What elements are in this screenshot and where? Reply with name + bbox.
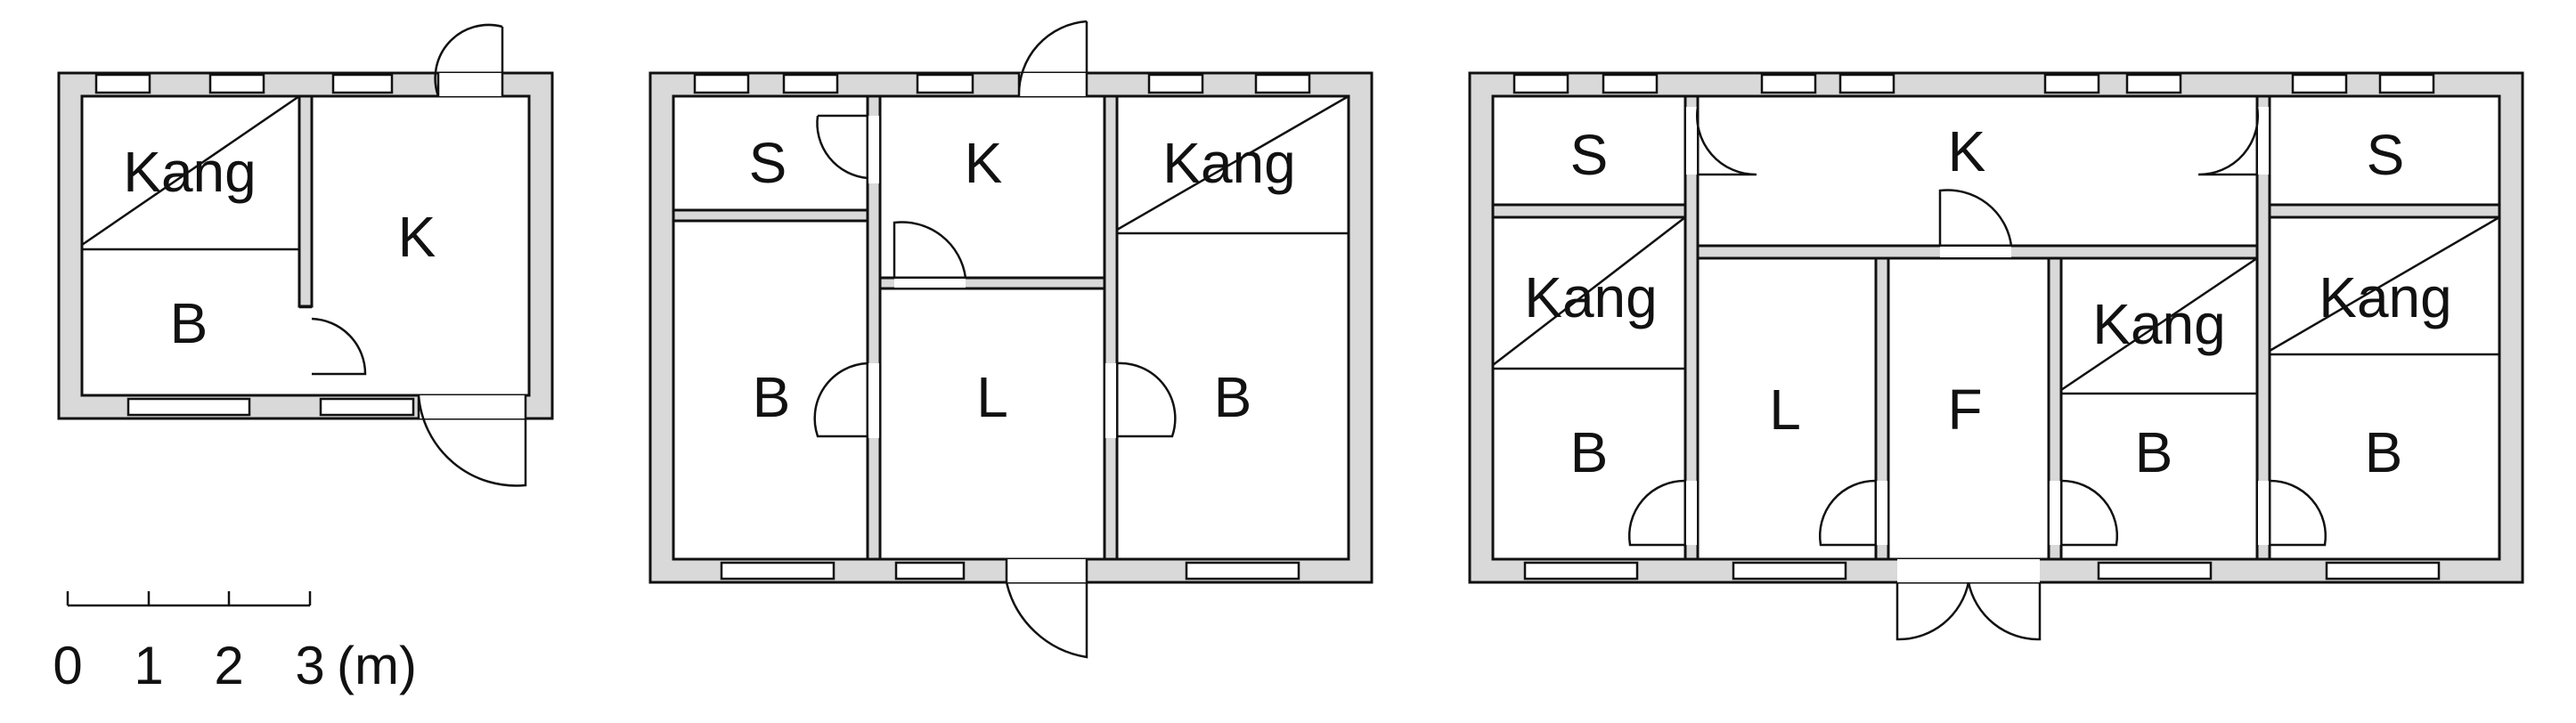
plan-2-partition bbox=[1103, 94, 1119, 561]
room-label: Kang bbox=[2092, 292, 2225, 356]
plan-1-kang-diagonal bbox=[81, 94, 300, 247]
scale-bar: 0 1 2 3 (m) bbox=[53, 591, 417, 695]
room-label: B bbox=[1214, 365, 1252, 429]
room-label: L bbox=[1769, 378, 1801, 442]
window bbox=[1523, 561, 1639, 581]
window bbox=[94, 73, 151, 94]
window bbox=[2378, 73, 2435, 94]
plan-3-kang-diagonal bbox=[1492, 216, 1686, 366]
room-label: B bbox=[753, 365, 791, 429]
window bbox=[1838, 73, 1895, 94]
window bbox=[2125, 73, 2182, 94]
window bbox=[720, 561, 836, 581]
window bbox=[2325, 561, 2441, 581]
door-swing bbox=[1818, 479, 1877, 547]
room-label: B bbox=[2365, 420, 2403, 484]
room-label: S bbox=[1570, 123, 1609, 187]
window bbox=[1185, 561, 1300, 581]
plan-2-partition bbox=[866, 94, 882, 561]
window bbox=[1512, 73, 1569, 94]
door-swing bbox=[1017, 20, 1088, 97]
plan-2: S K Kang B L B bbox=[648, 20, 1374, 659]
room-label: Kang bbox=[123, 140, 256, 204]
plan-3-walls bbox=[1468, 71, 2524, 584]
door-swing bbox=[434, 23, 504, 97]
window bbox=[126, 397, 251, 417]
room-label: S bbox=[749, 131, 787, 195]
window bbox=[1147, 73, 1204, 94]
plan-3: S K S Kang Kang Kang L F B B B bbox=[1468, 71, 2524, 641]
window bbox=[331, 73, 394, 94]
door-swing bbox=[1895, 581, 2042, 641]
room-label: L bbox=[976, 365, 1008, 429]
plan-3-kang-diagonal bbox=[2269, 215, 2500, 353]
door-swing bbox=[1116, 362, 1177, 438]
window bbox=[916, 73, 974, 94]
room-label: B bbox=[2135, 420, 2173, 484]
door-swing bbox=[813, 362, 868, 438]
window bbox=[1254, 73, 1311, 94]
door-swing bbox=[311, 317, 367, 376]
room-label: K bbox=[965, 131, 1003, 195]
window bbox=[319, 397, 415, 417]
door-swing bbox=[2060, 479, 2119, 547]
plan-3-partition bbox=[1683, 94, 1700, 561]
plan-1: Kang K B bbox=[57, 23, 554, 487]
room-label: Kang bbox=[1524, 265, 1657, 329]
window bbox=[1602, 73, 1659, 94]
plan-2-partition bbox=[672, 208, 869, 223]
door-swing bbox=[2269, 479, 2327, 547]
window bbox=[1732, 561, 1847, 581]
plan-3-partition bbox=[1491, 203, 1687, 219]
room-label: K bbox=[398, 205, 436, 269]
door-swing bbox=[1005, 559, 1088, 659]
window bbox=[2291, 73, 2348, 94]
plan-2-walls bbox=[648, 71, 1374, 584]
door-swing bbox=[1627, 479, 1686, 547]
room-label: B bbox=[170, 291, 208, 355]
plan-2-kang-diagonal bbox=[1116, 94, 1349, 232]
room-label: B bbox=[1570, 420, 1609, 484]
door-swing bbox=[1696, 106, 1757, 176]
plan-3-partition bbox=[2268, 203, 2501, 219]
scale-unit-label: (m) bbox=[337, 636, 417, 695]
room-label: F bbox=[1947, 378, 1982, 442]
window bbox=[1760, 73, 1817, 94]
scale-tick-label: 2 bbox=[214, 636, 243, 695]
plan-3-kang-diagonal bbox=[2060, 256, 2258, 392]
window bbox=[208, 73, 265, 94]
scale-tick-label: 1 bbox=[134, 636, 163, 695]
window bbox=[2097, 561, 2213, 581]
door-swing bbox=[816, 114, 868, 180]
window bbox=[693, 73, 750, 94]
door-swing bbox=[1938, 189, 2013, 247]
scale-tick-label: 3 bbox=[295, 636, 324, 695]
room-label: Kang bbox=[1162, 131, 1295, 195]
plan-1-partition bbox=[298, 94, 314, 308]
scale-tick-label: 0 bbox=[53, 636, 82, 695]
window bbox=[894, 561, 966, 581]
room-label: K bbox=[1948, 119, 1986, 183]
door-swing bbox=[417, 394, 527, 487]
plan-1-walls bbox=[57, 71, 554, 420]
door-swing bbox=[893, 221, 967, 279]
plan-3-partition bbox=[2255, 94, 2271, 561]
window bbox=[2043, 73, 2100, 94]
door-swing bbox=[2197, 106, 2259, 176]
room-label: S bbox=[2367, 123, 2405, 187]
room-label: Kang bbox=[2319, 265, 2451, 329]
window bbox=[782, 73, 839, 94]
